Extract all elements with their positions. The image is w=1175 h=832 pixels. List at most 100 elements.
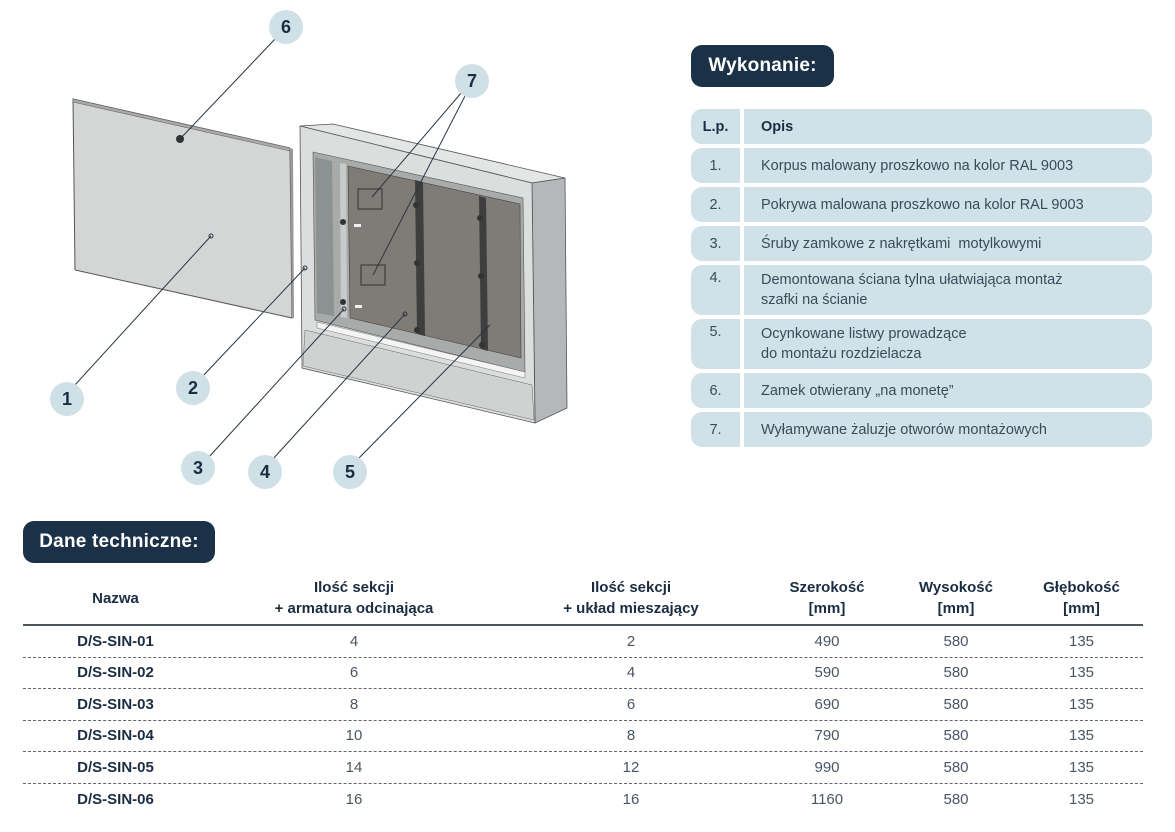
cell-glebokosc: 135	[1068, 632, 1095, 650]
column-header-wysokosc: Wysokość [mm]	[892, 577, 1020, 619]
description-line: Korpus malowany proszkowo na kolor RAL 9…	[761, 157, 1074, 174]
callout-2: 2	[176, 371, 210, 405]
wykonanie-row: 7. Wyłamywane żaluzje otworów montażowyc…	[691, 412, 1152, 447]
callout-3: 3	[181, 451, 215, 485]
description-line: do montażu rozdzielacza	[761, 346, 922, 362]
wykonanie-row: 1. Korpus malowany proszkowo na kolor RA…	[691, 148, 1152, 183]
technical-data-table: Nazwa Ilość sekcji+ armatura odcinająca …	[23, 572, 1143, 815]
cell-wysokosc: 580	[943, 664, 969, 682]
header-line: + armatura odcinająca	[274, 600, 434, 617]
description-line: Śruby zamkowe z nakrętkami motylkowymi	[761, 235, 1042, 252]
row-description: Zamek otwierany „na monetę”	[744, 373, 1152, 408]
table-header-row: Nazwa Ilość sekcji+ armatura odcinająca …	[23, 572, 1143, 626]
cell-nazwa: D/S-SIN-01	[77, 632, 154, 650]
header-line: Szerokość	[789, 579, 865, 596]
cell-sekcje-armatura: 6	[349, 664, 359, 682]
cell-szerokosc: 590	[814, 664, 840, 682]
wykonanie-row: 6. Zamek otwierany „na monetę”	[691, 373, 1152, 408]
cell-szerokosc: 990	[814, 758, 840, 776]
header-lp: L.p.	[691, 109, 740, 144]
callout-6: 6	[269, 10, 303, 44]
cabinet-exploded-diagram: 1 2 3 4 5 6 7	[0, 0, 640, 500]
dane-techniczne-heading: Dane techniczne:	[23, 521, 215, 563]
cell-szerokosc: 690	[814, 695, 840, 713]
header-line: [mm]	[808, 600, 846, 617]
description-line: szafki na ścianie	[761, 292, 868, 308]
cell-wysokosc: 580	[943, 790, 969, 808]
cell-nazwa: D/S-SIN-04	[77, 727, 154, 745]
cell-nazwa: D/S-SIN-05	[77, 758, 154, 776]
cell-wysokosc: 580	[943, 727, 969, 745]
row-description: Wyłamywane żaluzje otworów montażowych	[744, 412, 1152, 447]
cell-sekcje-uklad: 2	[626, 632, 636, 650]
row-description: Śruby zamkowe z nakrętkami motylkowymi	[744, 226, 1152, 261]
description-line: Ocynkowane listwy prowadzące	[761, 326, 967, 342]
cell-glebokosc: 135	[1068, 758, 1095, 776]
column-header-szerokosc: Szerokość [mm]	[762, 577, 892, 619]
row-number: 7.	[691, 412, 740, 447]
row-description: Korpus malowany proszkowo na kolor RAL 9…	[744, 148, 1152, 183]
description-line: Demontowana ściana tylna ułatwiająca mon…	[761, 272, 1063, 288]
cell-nazwa: D/S-SIN-02	[77, 664, 154, 682]
cell-nazwa: D/S-SIN-03	[77, 695, 154, 713]
column-header-sekcje-armatura: Ilość sekcji + armatura odcinająca	[208, 577, 500, 619]
row-description: Pokrywa malowana proszkowo na kolor RAL …	[744, 187, 1152, 222]
description-line: Zamek otwierany „na monetę”	[761, 382, 954, 399]
row-number: 6.	[691, 373, 740, 408]
header-line: Nazwa	[92, 589, 139, 607]
cell-glebokosc: 135	[1068, 790, 1095, 808]
cell-szerokosc: 490	[814, 632, 840, 650]
cell-sekcje-armatura: 4	[349, 632, 359, 650]
callout-1: 1	[50, 382, 84, 416]
cell-sekcje-uklad: 4	[626, 664, 636, 682]
header-line: + układ mieszający	[563, 600, 699, 617]
cover-panel	[72, 98, 294, 319]
cell-nazwa: D/S-SIN-06	[77, 790, 154, 808]
row-number: 1.	[691, 148, 740, 183]
table-row: D/S-SIN-02 6 4 590 580 135	[23, 658, 1143, 689]
callout-7: 7	[455, 64, 489, 98]
leader-lines	[73, 37, 491, 461]
wykonanie-row: 3. Śruby zamkowe z nakrętkami motylkowym…	[691, 226, 1152, 261]
cell-sekcje-uklad: 8	[626, 727, 636, 745]
header-line: Ilość sekcji	[590, 579, 672, 596]
column-header-sekcje-uklad: Ilość sekcji + układ mieszający	[500, 577, 762, 619]
header-line: [mm]	[937, 600, 975, 617]
cell-sekcje-armatura: 14	[345, 758, 363, 776]
row-number: 3.	[691, 226, 740, 261]
header-line: Głębokość	[1043, 579, 1120, 596]
cell-glebokosc: 135	[1068, 695, 1095, 713]
header-line: Wysokość	[919, 579, 993, 596]
cell-sekcje-uklad: 12	[622, 758, 640, 776]
callout-5: 5	[333, 455, 367, 489]
cell-szerokosc: 1160	[810, 790, 844, 808]
wykonanie-table: L.p. Opis 1. Korpus malowany proszkowo n…	[691, 109, 1152, 451]
header-line: [mm]	[1063, 600, 1100, 617]
description-line: Wyłamywane żaluzje otworów montażowych	[761, 421, 1047, 438]
cabinet-illustration	[72, 37, 568, 461]
cell-wysokosc: 580	[943, 758, 969, 776]
table-row: D/S-SIN-05 14 12 990 580 135	[23, 752, 1143, 784]
column-header-nazwa: Nazwa	[23, 588, 208, 609]
row-description: Ocynkowane listwy prowadzące do montażu …	[744, 319, 1152, 369]
column-header-glebokosc: Głębokość [mm]	[1020, 577, 1143, 619]
cell-sekcje-armatura: 10	[345, 727, 363, 745]
cell-sekcje-armatura: 8	[349, 695, 359, 713]
row-number: 5.	[691, 319, 740, 369]
wykonanie-header-row: L.p. Opis	[691, 109, 1152, 144]
wykonanie-row: 4. Demontowana ściana tylna ułatwiająca …	[691, 265, 1152, 315]
row-number: 2.	[691, 187, 740, 222]
cell-szerokosc: 790	[814, 727, 840, 745]
header-line: Ilość sekcji	[313, 579, 395, 596]
row-description: Demontowana ściana tylna ułatwiająca mon…	[744, 265, 1152, 315]
cell-wysokosc: 580	[943, 695, 969, 713]
cell-sekcje-uklad: 16	[622, 790, 640, 808]
cabinet-body	[299, 123, 568, 424]
row-number: 4.	[691, 265, 740, 315]
cell-glebokosc: 135	[1068, 664, 1095, 682]
callout-4: 4	[248, 455, 282, 489]
